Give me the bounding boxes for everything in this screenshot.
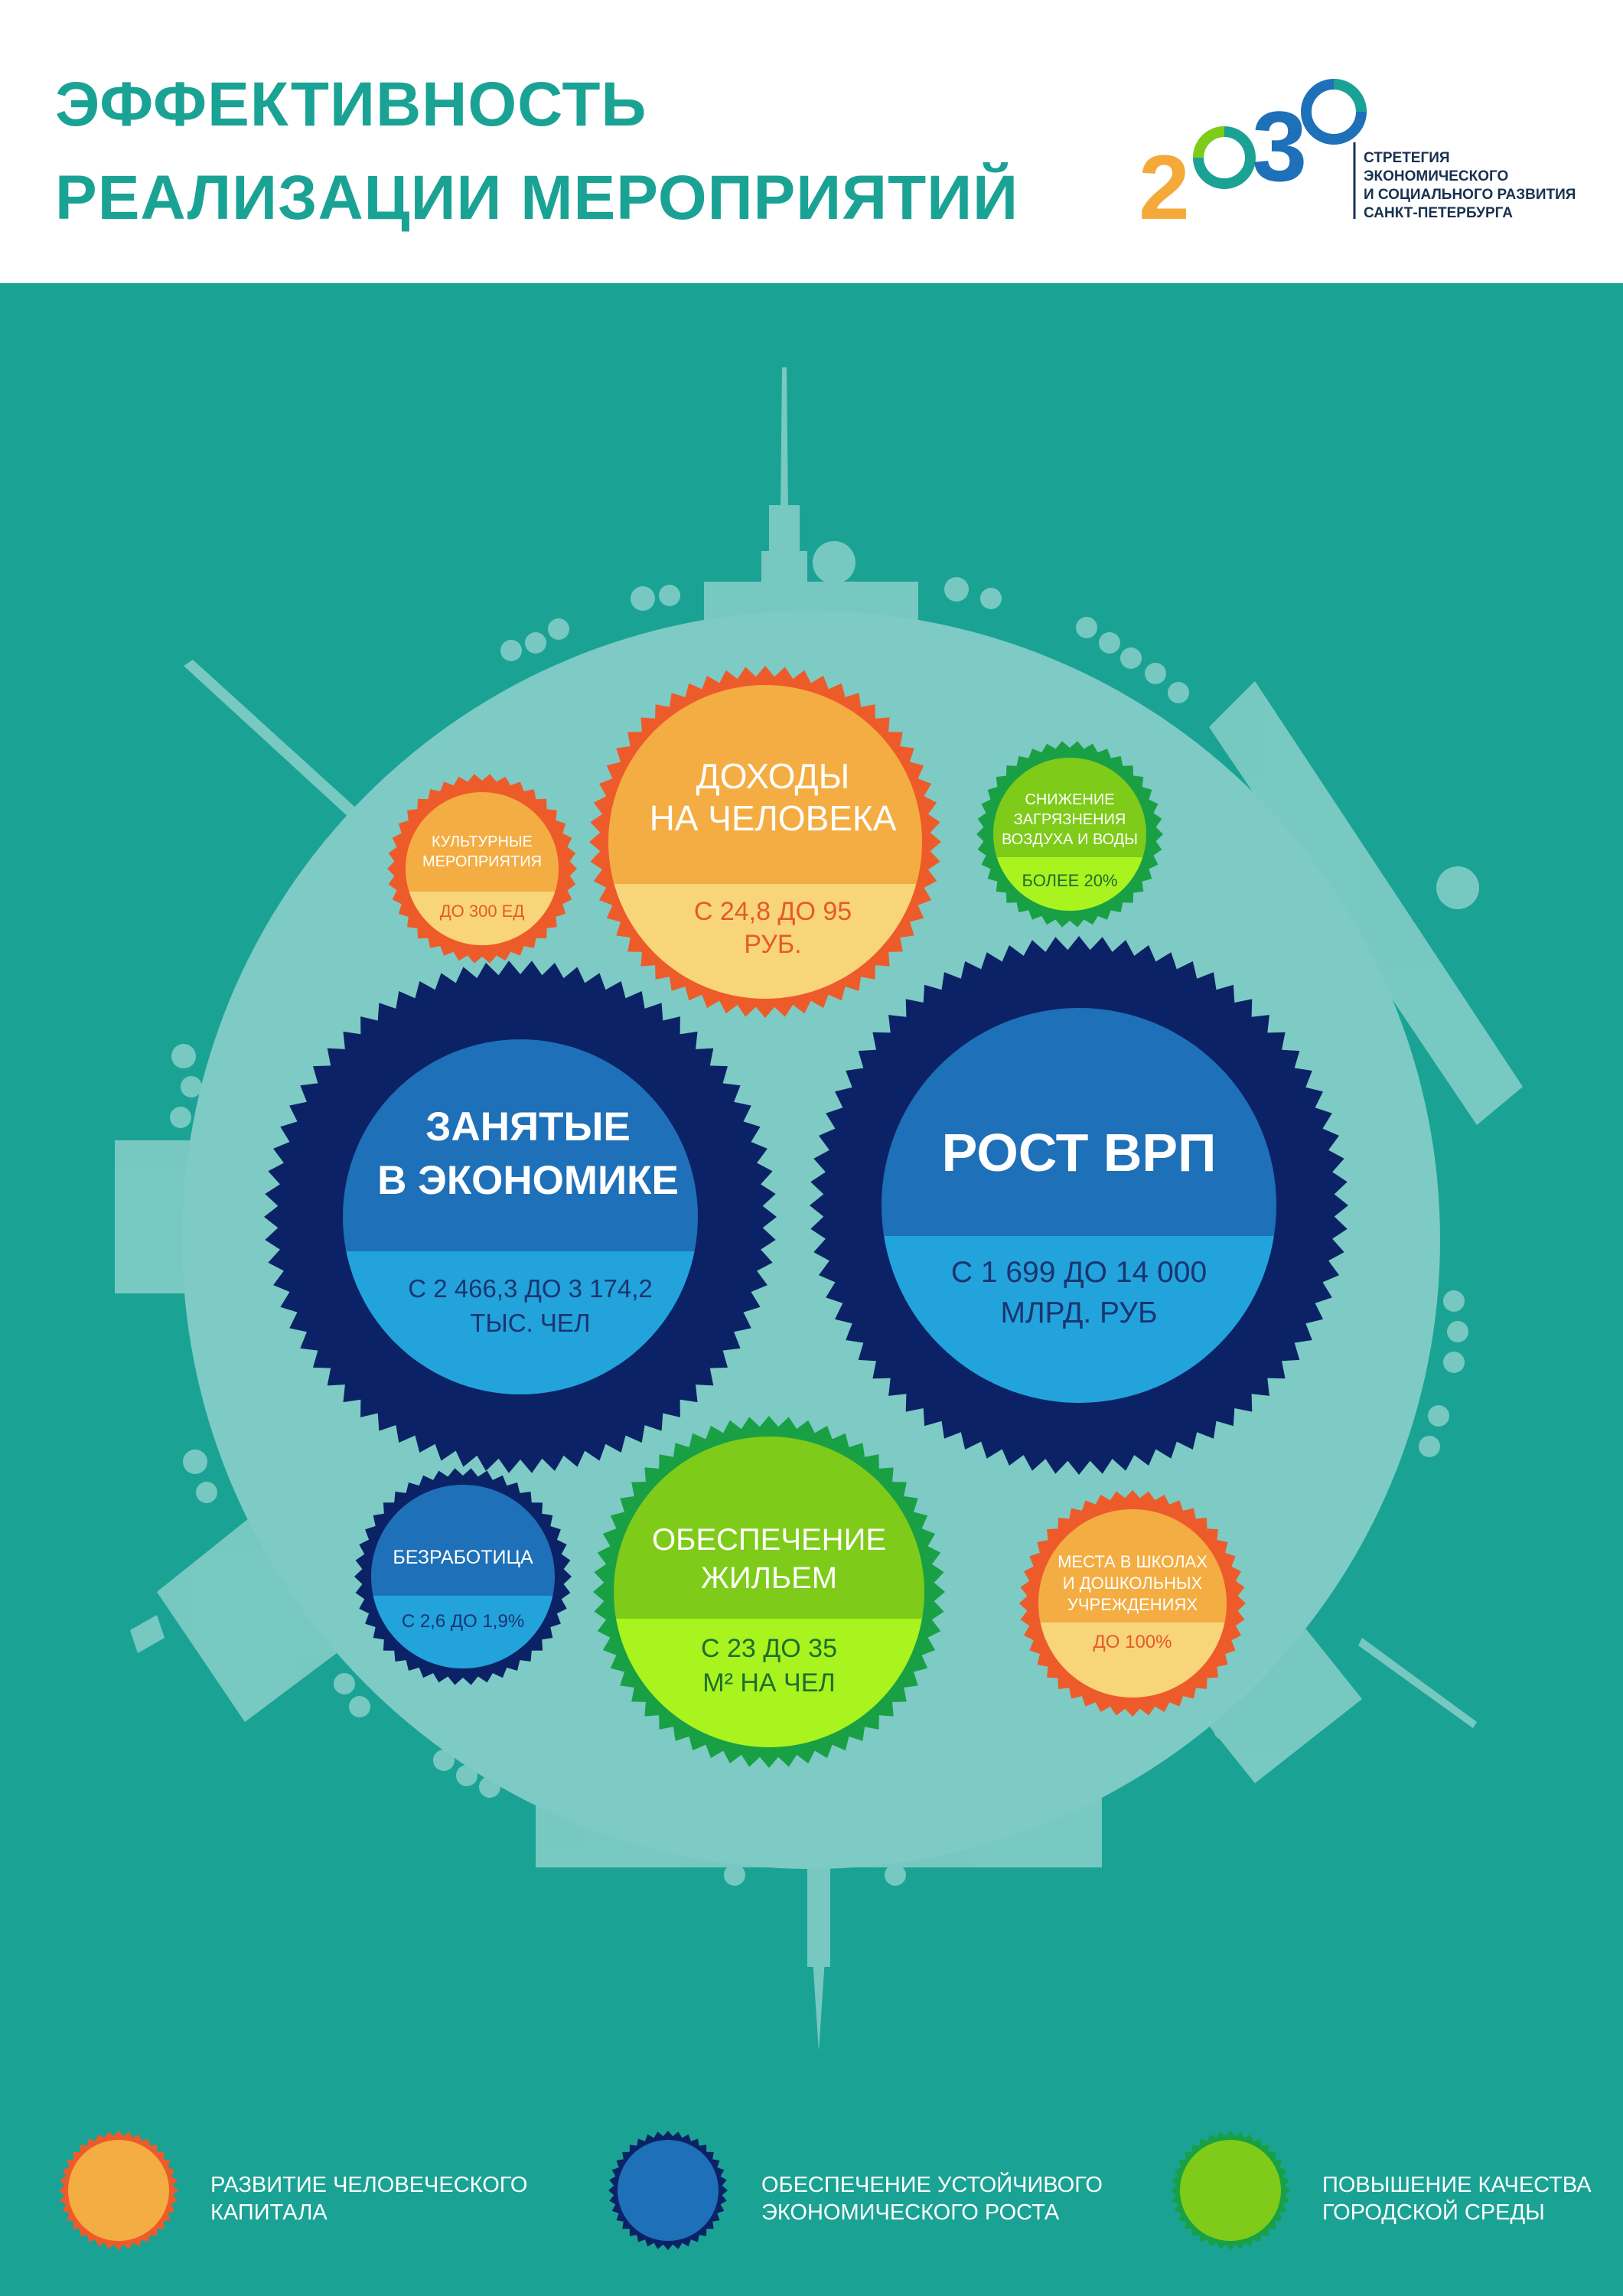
gear-pollution: СНИЖЕНИЕ ЗАГРЯЗНЕНИЯ ВОЗДУХА И ВОДЫ БОЛЕ… bbox=[976, 741, 1163, 928]
gear-core bbox=[1180, 2140, 1281, 2241]
legend-item-urban-environment-icon bbox=[1171, 2131, 1290, 2250]
gear-pollution-value: БОЛЕЕ 20% bbox=[1022, 871, 1118, 890]
gear-housing: ОБЕСПЕЧЕНИЕ ЖИЛЬЕМ С 23 ДО 35 М² НА ЧЕЛ bbox=[593, 1416, 945, 1768]
gear-housing-value: С 23 ДО 35 bbox=[701, 1634, 837, 1663]
logo-caption-line: ЭКОНОМИЧЕСКОГО bbox=[1364, 168, 1509, 184]
gear-pollution-title: ЗАГРЯЗНЕНИЯ bbox=[1014, 811, 1126, 828]
legend-item-economic-growth: ОБЕСПЕЧЕНИЕ УСТОЙЧИВОГО ЭКОНОМИЧЕСКОГО Р… bbox=[761, 2171, 1103, 2226]
gear-employed: ЗАНЯТЫЕ В ЭКОНОМИКЕ С 2 466,3 ДО 3 174,2… bbox=[264, 960, 777, 1473]
gear-income-value: С 24,8 ДО 95 bbox=[694, 897, 852, 926]
gear-core bbox=[68, 2140, 169, 2241]
gear-culture: КУЛЬТУРНЫЕ МЕРОПРИЯТИЯ ДО 300 ЕД bbox=[387, 774, 577, 964]
logo-caption-line: СТРЕТЕГИЯ bbox=[1364, 150, 1450, 166]
legend-item-human-capital: РАЗВИТИЕ ЧЕЛОВЕЧЕСКОГО КАПИТАЛА bbox=[210, 2171, 527, 2226]
gear-income-value: РУБ. bbox=[744, 930, 801, 959]
legend-item-human-capital-icon bbox=[59, 2131, 178, 2250]
legend-label: ОБЕСПЕЧЕНИЕ УСТОЙЧИВОГО bbox=[761, 2173, 1103, 2197]
gear-housing-title: ОБЕСПЕЧЕНИЕ bbox=[652, 1523, 886, 1557]
page-title-line-1: ЭФФЕКТИВНОСТЬ bbox=[55, 70, 647, 139]
gear-unemployment: БЕЗРАБОТИЦА С 2,6 ДО 1,9% bbox=[354, 1468, 572, 1685]
strategy-2030-logo: 2 3 bbox=[1139, 79, 1367, 234]
legend-label: РАЗВИТИЕ ЧЕЛОВЕЧЕСКОГО bbox=[210, 2173, 528, 2197]
gear-income: ДОХОДЫ НА ЧЕЛОВЕКА С 24,8 ДО 95 РУБ. bbox=[589, 666, 941, 1018]
header: ЭФФЕКТИВНОСТЬ РЕАЛИЗАЦИИ МЕРОПРИЯТИЙ 2 3… bbox=[0, 0, 1623, 283]
gear-vrp: РОСТ ВРП С 1 699 ДО 14 000 МЛРД. РУБ bbox=[810, 936, 1348, 1475]
gear-pollution-title: СНИЖЕНИЕ bbox=[1025, 791, 1114, 808]
gear-schools-title: И ДОШКОЛЬНЫХ bbox=[1063, 1574, 1203, 1593]
page-title-line-2: РЕАЛИЗАЦИИ МЕРОПРИЯТИЙ bbox=[55, 163, 1019, 233]
logo-caption-line: САНКТ-ПЕТЕРБУРГА bbox=[1364, 205, 1513, 221]
gear-vrp-title: РОСТ ВРП bbox=[942, 1123, 1217, 1182]
legend-item-urban-environment: ПОВЫШЕНИЕ КАЧЕСТВА ГОРОДСКОЙ СРЕДЫ bbox=[1322, 2171, 1592, 2226]
legend-label: ГОРОДСКОЙ СРЕДЫ bbox=[1322, 2200, 1545, 2225]
logo-caption-line: И СОЦИАЛЬНОГО РАЗВИТИЯ bbox=[1364, 187, 1576, 203]
gear-culture-value: ДО 300 ЕД bbox=[440, 902, 525, 921]
legend bbox=[59, 2131, 1290, 2250]
gear-income-title: НА ЧЕЛОВЕКА bbox=[650, 798, 897, 838]
gear-unemployment-value: С 2,6 ДО 1,9% bbox=[402, 1611, 524, 1632]
gear-income-title: ДОХОДЫ bbox=[696, 756, 850, 796]
legend-label: ПОВЫШЕНИЕ КАЧЕСТВА bbox=[1322, 2173, 1592, 2197]
gear-employed-title: В ЭКОНОМИКЕ bbox=[377, 1158, 679, 1203]
gear-vrp-value: С 1 699 ДО 14 000 bbox=[951, 1256, 1207, 1289]
gear-schools-title: МЕСТА В ШКОЛАХ bbox=[1058, 1552, 1207, 1571]
gear-schools-title: УЧРЕЖДЕНИЯХ bbox=[1067, 1595, 1198, 1614]
gear-housing-value: М² НА ЧЕЛ bbox=[702, 1668, 835, 1698]
gear-housing-title: ЖИЛЬЕМ bbox=[701, 1561, 837, 1595]
logo-caption: СТРЕТЕГИЯ ЭКОНОМИЧЕСКОГО И СОЦИАЛЬНОГО Р… bbox=[1364, 149, 1576, 223]
logo-digit-3: 3 bbox=[1252, 90, 1307, 202]
gear-employed-value: ТЫС. ЧЕЛ bbox=[470, 1309, 590, 1337]
legend-label: КАПИТАЛА bbox=[210, 2200, 328, 2225]
gear-employed-title: ЗАНЯТЫЕ bbox=[425, 1104, 630, 1150]
gear-schools-value: ДО 100% bbox=[1093, 1632, 1172, 1652]
legend-item-economic-growth-icon bbox=[608, 2131, 728, 2250]
gear-culture-title: КУЛЬТУРНЫЕ bbox=[432, 833, 533, 850]
logo-digit-2: 2 bbox=[1139, 136, 1190, 234]
gear-culture-title: МЕРОПРИЯТИЯ bbox=[422, 853, 542, 870]
gear-pollution-title: ВОЗДУХА И ВОДЫ bbox=[1002, 831, 1138, 848]
gear-vrp-value: МЛРД. РУБ bbox=[1000, 1296, 1157, 1329]
legend-label: ЭКОНОМИЧЕСКОГО РОСТА bbox=[761, 2200, 1060, 2225]
gear-employed-value: С 2 466,3 ДО 3 174,2 bbox=[408, 1274, 653, 1303]
gear-core bbox=[618, 2140, 719, 2241]
gear-unemployment-title: БЕЗРАБОТИЦА bbox=[393, 1547, 533, 1568]
gear-schools: МЕСТА В ШКОЛАХ И ДОШКОЛЬНЫХ УЧРЕЖДЕНИЯХ … bbox=[1019, 1490, 1246, 1717]
